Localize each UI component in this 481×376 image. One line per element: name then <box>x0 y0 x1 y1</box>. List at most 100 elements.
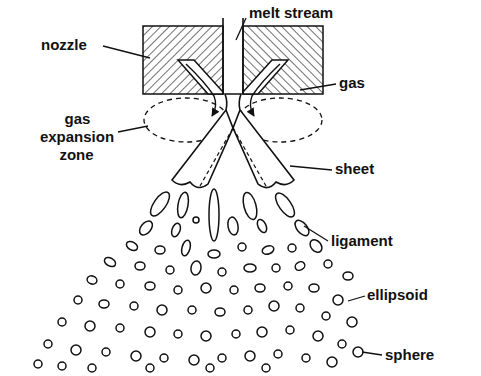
melt-sheet <box>172 94 294 188</box>
droplet <box>74 296 82 304</box>
droplet <box>135 262 145 270</box>
droplet <box>255 218 268 234</box>
droplet <box>218 354 226 362</box>
droplet <box>188 306 196 314</box>
droplet <box>103 256 117 269</box>
droplet <box>241 191 260 221</box>
droplet <box>338 340 346 348</box>
droplet <box>269 301 279 311</box>
droplet <box>215 308 225 316</box>
droplet <box>174 330 182 338</box>
droplet <box>99 300 109 308</box>
droplet <box>322 312 330 320</box>
droplet <box>137 219 155 238</box>
droplet <box>189 355 199 365</box>
droplet <box>309 284 319 292</box>
droplet <box>34 360 42 368</box>
droplet <box>244 264 256 272</box>
droplet <box>190 260 202 276</box>
droplet <box>125 240 139 253</box>
droplet <box>208 250 220 258</box>
sheet-dashes <box>200 128 266 186</box>
droplet <box>147 189 173 219</box>
droplet <box>146 364 154 372</box>
droplet <box>230 286 238 294</box>
droplet <box>116 324 124 332</box>
droplet <box>296 304 304 312</box>
part-label: nozzle <box>40 36 110 54</box>
part-label: gas <box>338 74 378 92</box>
melt-bore <box>223 18 243 94</box>
droplet <box>353 347 363 357</box>
droplet <box>232 330 240 338</box>
droplets <box>34 189 363 372</box>
droplet <box>238 243 246 251</box>
droplet <box>272 264 280 272</box>
droplet <box>286 326 294 334</box>
droplet <box>343 272 353 280</box>
droplet <box>71 345 81 355</box>
droplet <box>347 317 357 327</box>
droplet <box>58 362 66 370</box>
label-text: gas expansion zone <box>40 110 114 163</box>
droplet <box>324 260 332 268</box>
label-text: sphere <box>384 346 435 363</box>
droplet <box>201 283 211 293</box>
part-label: sheet <box>334 160 394 178</box>
droplet <box>174 286 182 294</box>
label-text: ligament <box>330 232 394 249</box>
droplet <box>155 246 165 254</box>
label-text: ellipsoid <box>366 286 429 303</box>
droplet <box>170 222 182 238</box>
part-label: gas expansion zone <box>36 110 118 164</box>
droplet <box>201 331 211 341</box>
droplet <box>85 321 95 331</box>
droplet <box>44 340 52 348</box>
droplet <box>245 351 255 361</box>
droplet <box>261 244 275 256</box>
droplet <box>257 327 267 337</box>
leader-lines <box>103 18 382 355</box>
droplet <box>218 268 226 276</box>
part-label: ligament <box>330 232 410 250</box>
droplet <box>145 327 155 337</box>
label-text: gas <box>338 74 366 91</box>
droplet <box>176 191 190 218</box>
droplet <box>166 266 174 274</box>
droplet <box>130 302 138 310</box>
droplet <box>227 216 240 235</box>
label-text: melt stream <box>248 4 334 21</box>
droplet <box>145 282 155 290</box>
droplet <box>157 305 167 315</box>
part-label: sphere <box>384 346 454 364</box>
label-text: sheet <box>334 160 375 177</box>
droplet <box>102 348 110 356</box>
part-label: ellipsoid <box>366 286 456 304</box>
droplet <box>86 275 98 286</box>
droplet <box>180 239 192 257</box>
droplet <box>313 331 323 341</box>
label-text: nozzle <box>40 36 88 53</box>
nozzle-body <box>143 26 323 94</box>
droplet <box>160 354 168 362</box>
droplet <box>274 350 282 358</box>
droplet <box>206 364 214 372</box>
droplet <box>116 280 124 288</box>
droplet <box>272 190 298 220</box>
droplet <box>262 364 270 372</box>
droplet <box>284 282 292 290</box>
part-label: melt stream <box>248 4 358 22</box>
droplet <box>58 318 66 326</box>
droplet <box>131 351 141 361</box>
droplet <box>244 306 252 314</box>
droplet <box>288 244 296 252</box>
droplet <box>193 217 199 223</box>
droplet <box>333 295 343 305</box>
droplet <box>294 260 307 272</box>
droplet <box>308 237 325 254</box>
droplet <box>327 357 337 367</box>
droplet <box>302 354 310 362</box>
droplet <box>292 218 311 238</box>
